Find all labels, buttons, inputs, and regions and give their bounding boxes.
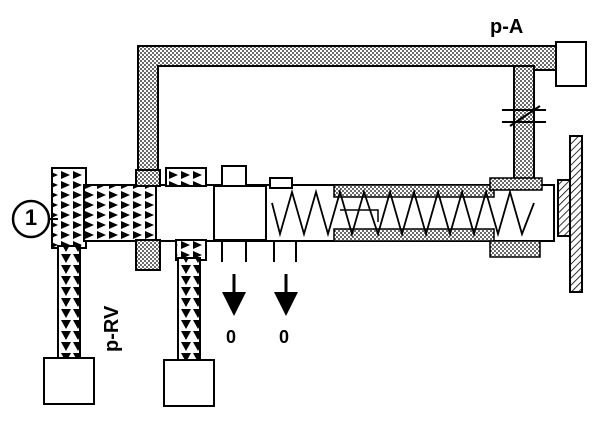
spool [213, 165, 293, 241]
spring-housing [333, 177, 543, 258]
outlet-line [163, 257, 215, 407]
spring [271, 188, 535, 238]
accumulator-box [555, 41, 587, 87]
accumulator-line [137, 45, 559, 181]
label-drain-1: 0 [226, 327, 237, 347]
inlet-chamber [51, 167, 157, 249]
drain-arrows [222, 274, 298, 316]
label-p-rv: p-RV [101, 305, 123, 352]
piston-seals [135, 167, 207, 271]
inlet-line [43, 245, 95, 405]
callout-number: 1 [24, 205, 38, 230]
plunger [340, 209, 379, 222]
throttle-symbol [502, 105, 546, 127]
label-p-a: p-A [490, 16, 524, 38]
label-drain-2: 0 [279, 327, 290, 347]
end-plate [557, 135, 583, 293]
drain-ports [221, 242, 297, 262]
